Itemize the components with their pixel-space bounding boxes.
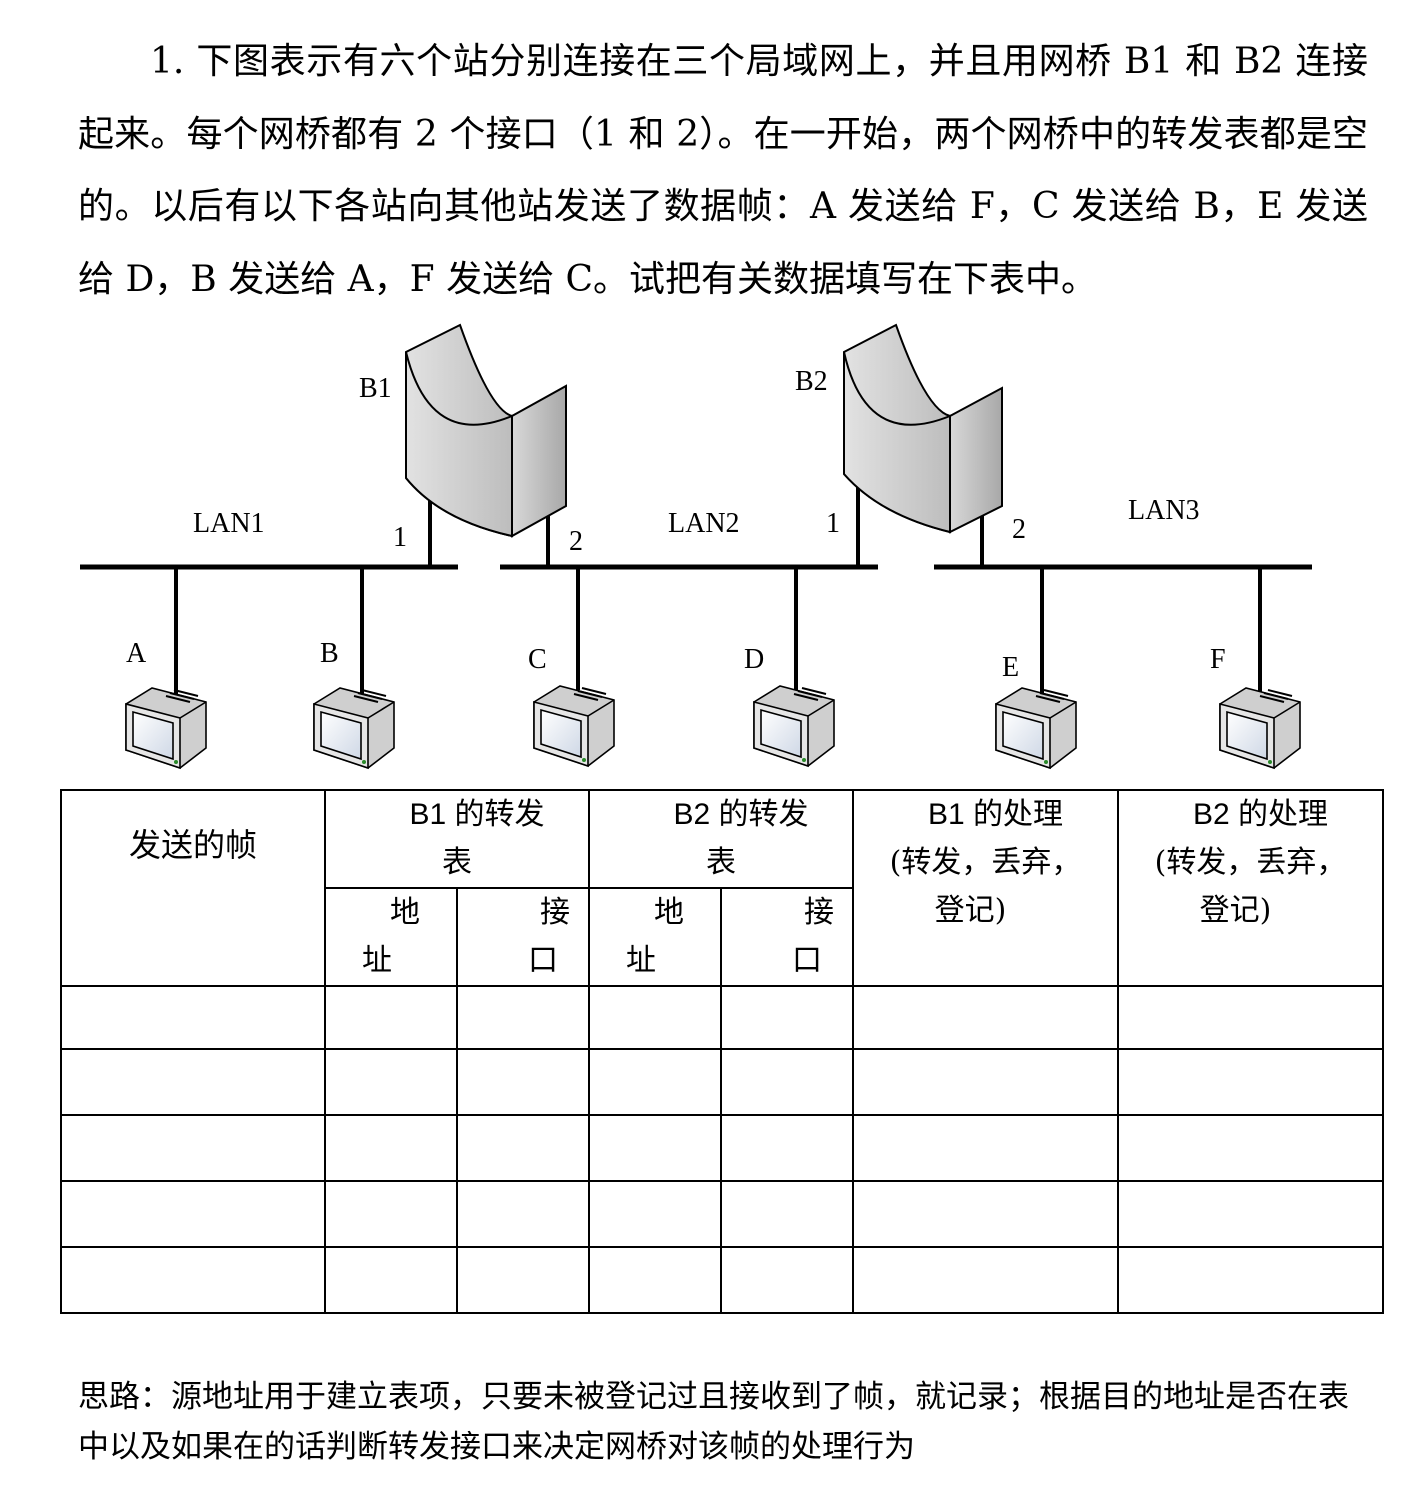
table-cell[interactable] bbox=[324, 1246, 458, 1314]
station-a-label: A bbox=[126, 638, 147, 669]
header-b1-address: 地址 bbox=[324, 887, 458, 987]
table-cell[interactable] bbox=[588, 1180, 722, 1248]
bridge-b2 bbox=[843, 323, 1003, 567]
table-cell[interactable] bbox=[60, 1114, 326, 1182]
table-cell[interactable] bbox=[60, 1246, 326, 1314]
station-e-label: E bbox=[1002, 652, 1019, 683]
table-cell[interactable] bbox=[456, 1180, 590, 1248]
table-row bbox=[60, 1246, 1384, 1314]
table-cell[interactable] bbox=[852, 985, 1119, 1050]
table-cell[interactable] bbox=[60, 1180, 326, 1248]
table-row bbox=[60, 1114, 1384, 1182]
header-b1-processing: B1 的处理 (转发，丢弃， 登记) bbox=[852, 789, 1119, 987]
question-body: 1. 下图表示有六个站分别连接在三个局域网上，并且用网桥 B1 和 B2 连接起… bbox=[78, 41, 1368, 300]
station-b-label: B bbox=[320, 638, 339, 669]
table-row bbox=[60, 1180, 1384, 1248]
table-row bbox=[60, 985, 1384, 1050]
b1-port1-label: 1 bbox=[393, 522, 407, 553]
bridge-b2-label: B2 bbox=[795, 366, 828, 397]
table-cell[interactable] bbox=[1117, 1180, 1384, 1248]
table-cell[interactable] bbox=[324, 1180, 458, 1248]
table-cell[interactable] bbox=[720, 1180, 854, 1248]
table-cell[interactable] bbox=[1117, 1246, 1384, 1314]
table-cell[interactable] bbox=[720, 1048, 854, 1116]
station-e-computer bbox=[995, 687, 1077, 769]
table-cell[interactable] bbox=[1117, 1048, 1384, 1116]
table-cell[interactable] bbox=[1117, 985, 1384, 1050]
table-cell[interactable] bbox=[852, 1114, 1119, 1182]
b2-port1-label: 1 bbox=[826, 508, 840, 539]
table-cell[interactable] bbox=[852, 1246, 1119, 1314]
lan1-label: LAN1 bbox=[193, 508, 265, 539]
station-c-label: C bbox=[528, 644, 547, 675]
table-cell[interactable] bbox=[588, 985, 722, 1050]
table-cell[interactable] bbox=[852, 1180, 1119, 1248]
table-cell[interactable] bbox=[588, 1246, 722, 1314]
station-c-computer bbox=[533, 685, 615, 767]
table-cell[interactable] bbox=[324, 1048, 458, 1116]
station-f-computer bbox=[1219, 687, 1301, 769]
table-cell[interactable] bbox=[588, 1114, 722, 1182]
table-cell[interactable] bbox=[1117, 1114, 1384, 1182]
station-d-computer bbox=[753, 685, 835, 767]
table-cell[interactable] bbox=[324, 1114, 458, 1182]
header-b1-port: 接口 bbox=[456, 887, 590, 987]
forwarding-table: 发送的帧 B1 的转发表 B2 的转发表 B1 的处理 (转发，丢弃， 登记) … bbox=[60, 789, 1384, 1314]
table-cell[interactable] bbox=[456, 1114, 590, 1182]
station-f-label: F bbox=[1210, 644, 1226, 675]
header-b2-port: 接口 bbox=[720, 887, 854, 987]
network-diagram: B1 B2 1 2 1 2 LAN1 LAN2 LAN3 A B C D E F bbox=[80, 323, 1312, 769]
table-cell[interactable] bbox=[60, 1048, 326, 1116]
table-cell[interactable] bbox=[720, 985, 854, 1050]
table-cell[interactable] bbox=[720, 1246, 854, 1314]
lan3-label: LAN3 bbox=[1128, 495, 1200, 526]
station-a-computer bbox=[125, 687, 207, 769]
b1-port2-label: 2 bbox=[569, 526, 583, 557]
header-b2-address: 地址 bbox=[588, 887, 722, 987]
header-b1-forwarding-table: B1 的转发表 bbox=[324, 789, 590, 889]
bridge-b1 bbox=[405, 323, 567, 567]
table-cell[interactable] bbox=[852, 1048, 1119, 1116]
header-b2-processing: B2 的处理 (转发，丢弃， 登记) bbox=[1117, 789, 1384, 987]
table-cell[interactable] bbox=[324, 985, 458, 1050]
station-b-computer bbox=[313, 687, 395, 769]
table-cell[interactable] bbox=[456, 1048, 590, 1116]
b2-port2-label: 2 bbox=[1012, 514, 1026, 545]
table-row bbox=[60, 1048, 1384, 1116]
question-text: 1. 下图表示有六个站分别连接在三个局域网上，并且用网桥 B1 和 B2 连接起… bbox=[78, 26, 1368, 316]
table-cell[interactable] bbox=[720, 1114, 854, 1182]
header-b2-forwarding-table: B2 的转发表 bbox=[588, 789, 854, 889]
table-cell[interactable] bbox=[60, 985, 326, 1050]
header-sent-frame: 发送的帧 bbox=[60, 789, 326, 987]
table-cell[interactable] bbox=[588, 1048, 722, 1116]
bridge-b1-label: B1 bbox=[359, 373, 392, 404]
station-d-label: D bbox=[744, 644, 764, 675]
table-cell[interactable] bbox=[456, 1246, 590, 1314]
table-cell[interactable] bbox=[456, 985, 590, 1050]
lan2-label: LAN2 bbox=[668, 508, 740, 539]
hint-note: 思路：源地址用于建立表项，只要未被登记过且接收到了帧，就记录；根据目的地址是否在… bbox=[78, 1379, 1349, 1465]
